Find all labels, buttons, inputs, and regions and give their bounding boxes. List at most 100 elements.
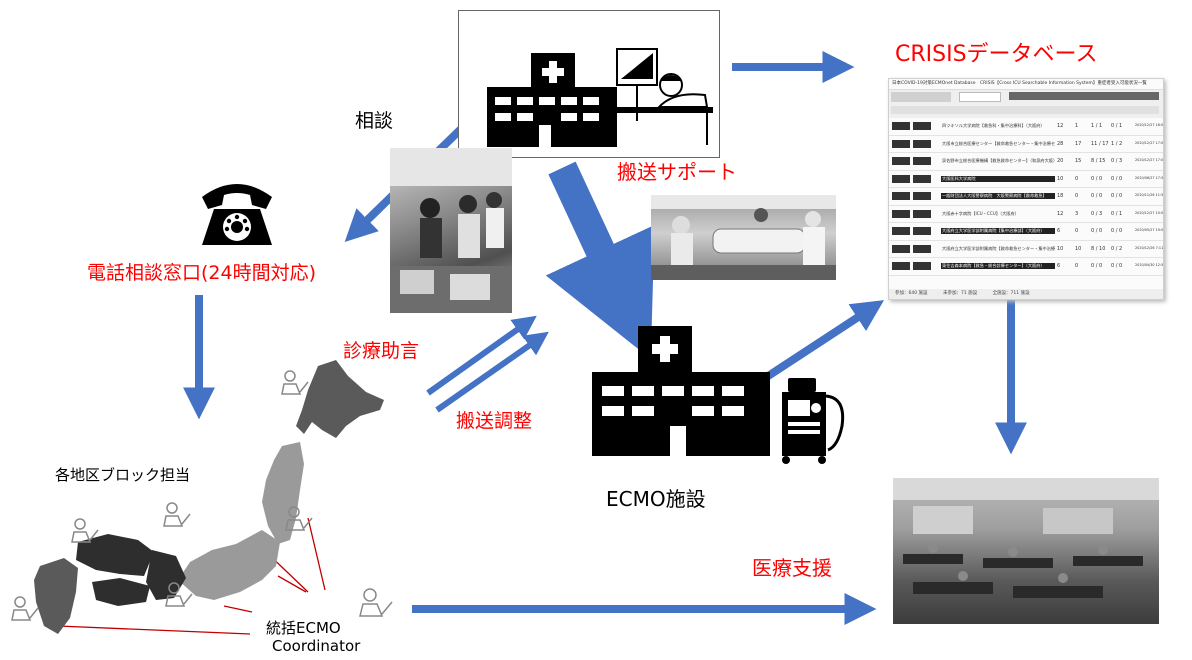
db-row-cell-d: 0 / 1	[1111, 123, 1123, 129]
db-row-button	[892, 122, 910, 130]
db-row-cell-d: 1 / 2	[1111, 140, 1123, 147]
db-row-button	[892, 244, 910, 253]
map-tohoku	[262, 442, 304, 544]
db-row-cell-c: 0 / 0	[1091, 193, 1103, 199]
db-row-cell-b: 17	[1075, 140, 1082, 147]
coordinator-figure-icon	[285, 506, 313, 531]
db-row-cell-c: 11 / 17	[1091, 140, 1109, 147]
db-row-cell-t: 2020/12/27 10:01:41	[1135, 210, 1164, 215]
db-row-cell-a: 12	[1057, 210, 1064, 217]
ecmo-to-db-arrow	[759, 300, 885, 384]
db-row-cell-b: 0	[1075, 175, 1079, 182]
referring-hospital-panel	[458, 10, 720, 158]
db-row-cell-d: 0 / 0	[1111, 193, 1123, 199]
db-row-button	[913, 244, 931, 253]
db-row: 東住吉森本病院【救急・総合診療センター】（大阪府）6 0 0 / 0 0 / 0 202…	[889, 258, 1163, 276]
db-row-cell-c: 1 / 1	[1091, 123, 1103, 129]
db-row-cell-d: 0 / 2	[1111, 245, 1123, 252]
db-row-cell-d: 0 / 0	[1111, 263, 1123, 269]
ecmo-facility-icon	[592, 326, 845, 464]
db-row-cell-t: 2020/04/30 12:56:40	[1135, 263, 1164, 267]
db-row-button	[913, 192, 931, 200]
map-kinki	[146, 550, 186, 600]
db-row-name: 大阪医科大学病院	[941, 175, 1055, 182]
coordinator-figure-icon	[163, 502, 191, 527]
coordinator-figure-icon	[281, 370, 309, 395]
clinical-advice-label: 診療助言	[343, 340, 420, 362]
db-row-name: 一般財団法人大阪警察病院 大阪警察病院【救命救急】	[941, 193, 1055, 199]
db-row-cell-a: 18	[1057, 193, 1064, 199]
ecmo-machine-icon	[782, 378, 845, 464]
db-row-name: 大阪赤十字病院【ICU・CCU】（大阪府）	[942, 210, 1019, 216]
db-row-button	[892, 227, 910, 235]
db-row-button	[892, 157, 910, 165]
db-row-cell-b: 10	[1075, 245, 1082, 252]
medical-support-label: 医療支援	[752, 556, 832, 580]
db-row-cell-c: 0 / 0	[1091, 263, 1103, 269]
consult-label: 相談	[355, 110, 394, 132]
db-row-cell-d: 0 / 0	[1111, 175, 1123, 182]
db-row-button	[913, 174, 931, 183]
db-row-name: 大阪市立総合医療センター【救命救急センター・集中治療センター】	[942, 140, 1055, 146]
db-footer-total: 全施設：711 施設	[992, 291, 1030, 296]
db-footer-not-joined: 未参加：71 施設	[942, 291, 978, 296]
regional-block-label: 各地区ブロック担当	[55, 466, 191, 484]
db-row-name: 四ツキソル大学病院【救急科・集中治療科】（大阪府）	[942, 123, 1045, 128]
db-row-button	[913, 227, 931, 235]
crisis-db-screenshot: 日本COVID-19対策ECMOnet Database CRISIS【Cros…	[888, 78, 1164, 300]
db-row-cell-t: 2020/06/27 17:56:22	[1135, 175, 1164, 180]
db-row-cell-d: 0 / 0	[1111, 228, 1123, 234]
db-row-cell-d: 0 / 1	[1111, 210, 1123, 217]
db-row-cell-t: 2020/12/27 17:05:30	[1135, 158, 1164, 162]
hospital-icon	[487, 48, 713, 147]
db-row-button	[913, 157, 931, 165]
db-row-button	[913, 122, 931, 130]
call-center-photo	[390, 148, 512, 313]
db-row-name: 泉佐野市立総合医療機構【救急救命センター】（和泉府大阪）	[942, 158, 1055, 163]
transport-coord-label: 搬送調整	[456, 410, 533, 432]
db-row-cell-a: 28	[1057, 140, 1064, 147]
db-row-name: 東住吉森本病院【救急・総合診療センター】（大阪府）	[941, 263, 1055, 269]
ecmo-facility-label: ECMO施設	[606, 487, 706, 511]
coordinator-figure-icon	[165, 582, 193, 607]
db-row-button	[913, 139, 931, 148]
db-row-name: 大阪府立大学医学部附属病院【救命救急センター・集中治療部】	[942, 245, 1055, 251]
db-row-cell-c: 0 / 0	[1091, 228, 1103, 234]
db-row-cell-t: 2020/12/27 17:05:57	[1135, 140, 1164, 145]
coordinator-figure-icon	[359, 588, 393, 617]
map-shikoku	[92, 578, 150, 606]
db-row-button	[892, 139, 910, 148]
phone-icon	[202, 184, 272, 245]
db-row-button	[913, 262, 931, 270]
coordinator-label-line2: Coordinator	[272, 637, 361, 655]
crisis-db-label: CRISISデータベース	[895, 42, 1098, 67]
db-toolbar	[889, 90, 1163, 118]
db-row-cell-b: 1	[1075, 123, 1079, 129]
db-row-cell-b: 15	[1075, 158, 1082, 164]
db-row-cell-c: 0 / 3	[1091, 210, 1103, 217]
db-row-cell-b: 0	[1075, 228, 1079, 234]
db-footer: 参加：640 施設 未参加：71 施設 全施設：711 施設	[889, 289, 1163, 299]
db-row-cell-a: 6	[1057, 263, 1061, 269]
db-row-cell-t: 2020/05/27 19:04:26	[1135, 228, 1164, 232]
coordinator-figure-icon	[11, 596, 39, 621]
db-row-cell-b: 0	[1075, 263, 1079, 269]
db-row-button	[892, 209, 910, 218]
db-row-cell-t: 2020/12/27 16:05:09	[1135, 123, 1164, 127]
db-row-cell-a: 6	[1057, 228, 1061, 234]
transport-photo	[651, 195, 836, 280]
phone-desk-label: 電話相談窓口(24時間対応)	[87, 262, 317, 284]
coordinator-label-line1: 統括ECMO	[266, 619, 341, 637]
db-row-button	[913, 209, 931, 218]
db-header: 日本COVID-19対策ECMOnet Database CRISIS【Cros…	[889, 79, 1163, 90]
db-footer-joined: 参加：640 施設	[895, 291, 928, 296]
